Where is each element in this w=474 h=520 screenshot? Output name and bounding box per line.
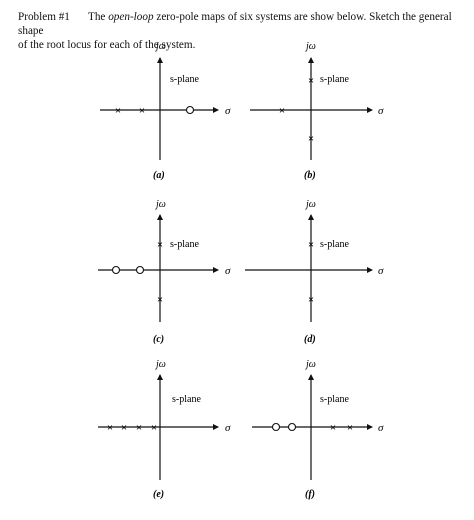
imag-axis-label: jω	[304, 41, 316, 52]
pole-marker: ×	[136, 422, 142, 434]
pole-marker: ×	[157, 239, 163, 251]
s-plane-label: s-plane	[170, 239, 199, 250]
plot-label: (f)	[305, 489, 315, 500]
pole-marker: ×	[151, 422, 157, 434]
plot-c: jω σ s-plane (c) × ×	[98, 199, 231, 345]
pole-marker: ×	[308, 75, 314, 87]
pole-marker: ×	[139, 105, 145, 117]
plot-label: (a)	[153, 170, 165, 181]
plot-label: (b)	[304, 170, 316, 181]
real-axis-label: σ	[378, 265, 384, 277]
real-axis-label: σ	[378, 105, 384, 117]
imag-axis-label: jω	[154, 41, 166, 52]
pole-marker: ×	[121, 422, 127, 434]
real-axis-label: σ	[225, 105, 231, 117]
plot-e: jω σ s-plane (e) × × × ×	[98, 359, 231, 500]
problem-statement: Problem #1 The open-loop zero-pole maps o…	[18, 10, 466, 52]
zero-marker	[287, 422, 297, 432]
plot-f: jω σ s-plane (f) × ×	[252, 359, 384, 500]
real-axis-label: σ	[378, 422, 384, 434]
pole-marker: ×	[107, 422, 113, 434]
zero-marker	[111, 265, 121, 275]
real-axis-label: σ	[225, 422, 231, 434]
s-plane-label: s-plane	[320, 74, 349, 85]
s-plane-label: s-plane	[170, 74, 199, 85]
problem-rest: zero-pole maps of six systems are show b…	[18, 11, 452, 37]
pole-marker: ×	[308, 294, 314, 306]
problem-number: Problem #1	[18, 11, 70, 23]
zero-marker	[185, 105, 195, 115]
pole-marker: ×	[308, 239, 314, 251]
s-plane-label: s-plane	[172, 394, 201, 405]
problem-line-2: of the root locus for each of the system…	[18, 39, 196, 51]
plot-label: (e)	[153, 489, 164, 500]
zero-marker	[135, 265, 145, 275]
pole-marker: ×	[115, 105, 121, 117]
plot-label: (c)	[153, 334, 164, 345]
plot-b: jω σ s-plane (b) × × ×	[250, 41, 384, 181]
imag-axis-label: jω	[154, 359, 166, 370]
s-plane-label: s-plane	[320, 394, 349, 405]
s-plane-label: s-plane	[320, 239, 349, 250]
pole-marker: ×	[308, 133, 314, 145]
pole-marker: ×	[279, 105, 285, 117]
plot-d: jω σ s-plane (d) × ×	[245, 199, 384, 345]
imag-axis-label: jω	[304, 199, 316, 210]
pole-marker: ×	[347, 422, 353, 434]
plot-a: jω σ s-plane (a) × ×	[100, 41, 231, 181]
pole-marker: ×	[330, 422, 336, 434]
pole-marker: ×	[157, 294, 163, 306]
plot-label: (d)	[304, 334, 316, 345]
imag-axis-label: jω	[154, 199, 166, 210]
problem-emphasis: open-loop	[108, 11, 154, 23]
real-axis-label: σ	[225, 265, 231, 277]
problem-lead: The	[88, 11, 109, 23]
imag-axis-label: jω	[304, 359, 316, 370]
zero-marker	[271, 422, 281, 432]
